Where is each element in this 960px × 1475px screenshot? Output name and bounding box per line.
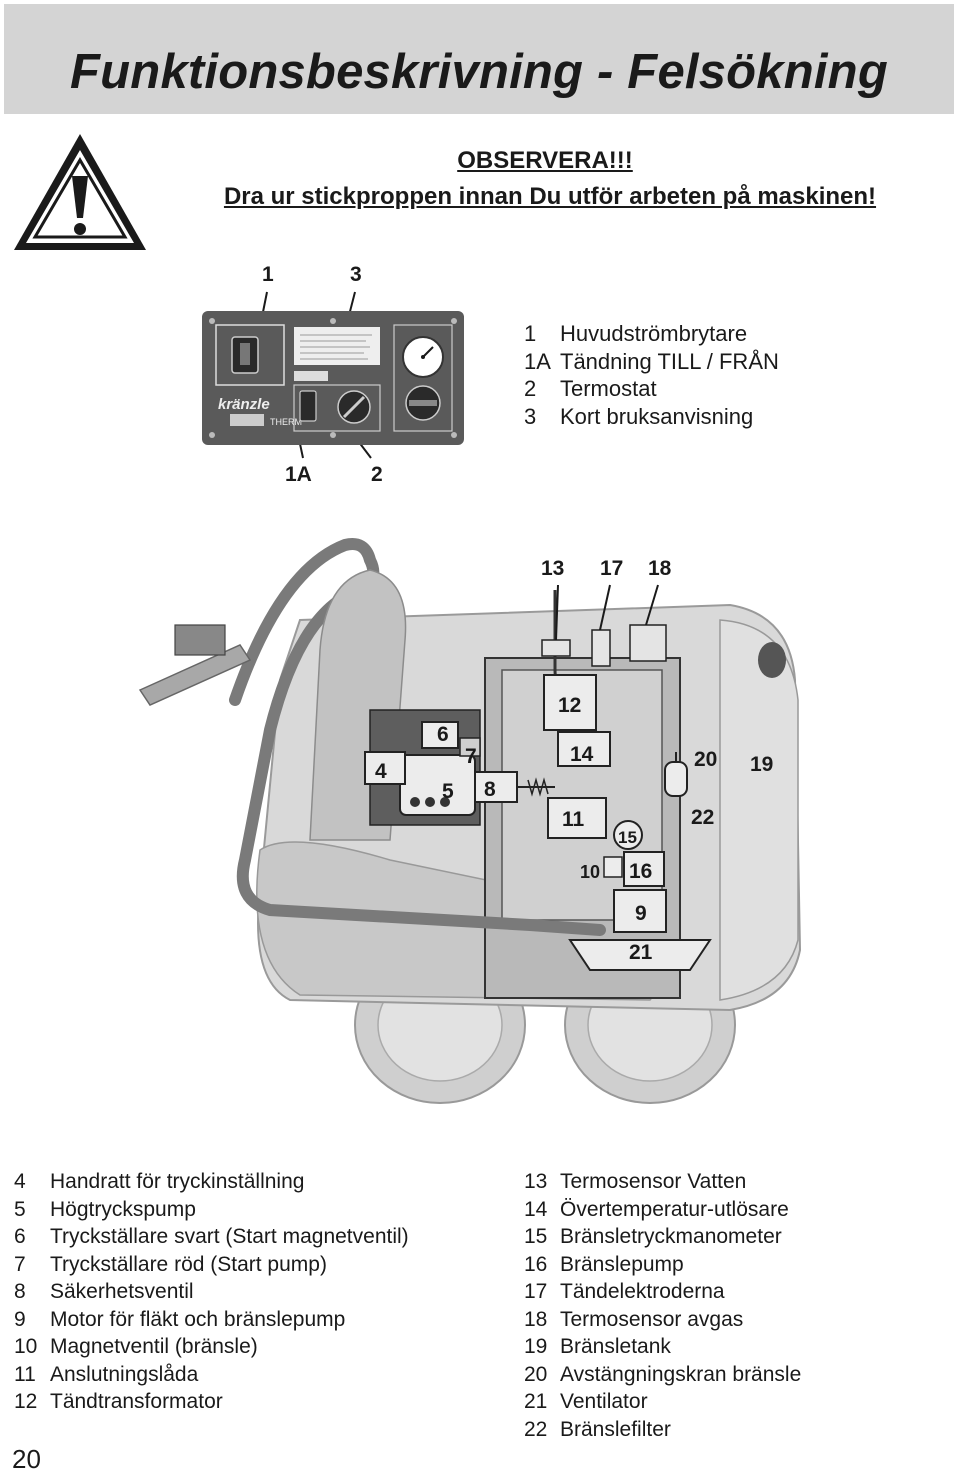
model-text: THERM [270,417,302,427]
label-15: 15 [618,828,637,847]
label-4: 4 [375,760,387,783]
warning-heading: OBSERVERA!!! [457,147,633,174]
callout-3: 3 [350,263,362,286]
label-7: 7 [465,745,477,768]
label-17: 17 [600,557,624,580]
label-21: 21 [629,941,653,964]
machine-illustration [138,538,802,1104]
label-11: 11 [562,808,585,831]
label-5: 5 [442,780,454,803]
callout-2: 2 [371,463,383,486]
title-band: Funktionsbeskrivning - Felsökning [4,4,954,114]
brand-text: kränzle [218,396,270,413]
control-panel-illustration: kränzle THERM [202,291,464,459]
label-14: 14 [570,743,594,766]
warning-text: Dra ur stickproppen innan Du utför arbet… [223,183,877,210]
callout-1: 1 [262,263,274,286]
label-22: 22 [691,806,715,829]
label-6: 6 [437,723,449,746]
label-10: 10 [580,862,601,882]
label-18: 18 [648,557,672,580]
label-12: 12 [558,694,582,717]
page-title: Funktionsbeskrivning - Felsökning [70,45,888,99]
callout-1a: 1A [285,463,312,486]
label-20: 20 [694,748,718,771]
label-9: 9 [635,902,647,925]
label-8: 8 [484,778,496,801]
label-19: 19 [750,753,774,776]
label-16: 16 [629,860,653,883]
page-number: 20 [12,1444,41,1474]
warning-triangle-icon [14,134,146,250]
label-13: 13 [541,557,565,580]
